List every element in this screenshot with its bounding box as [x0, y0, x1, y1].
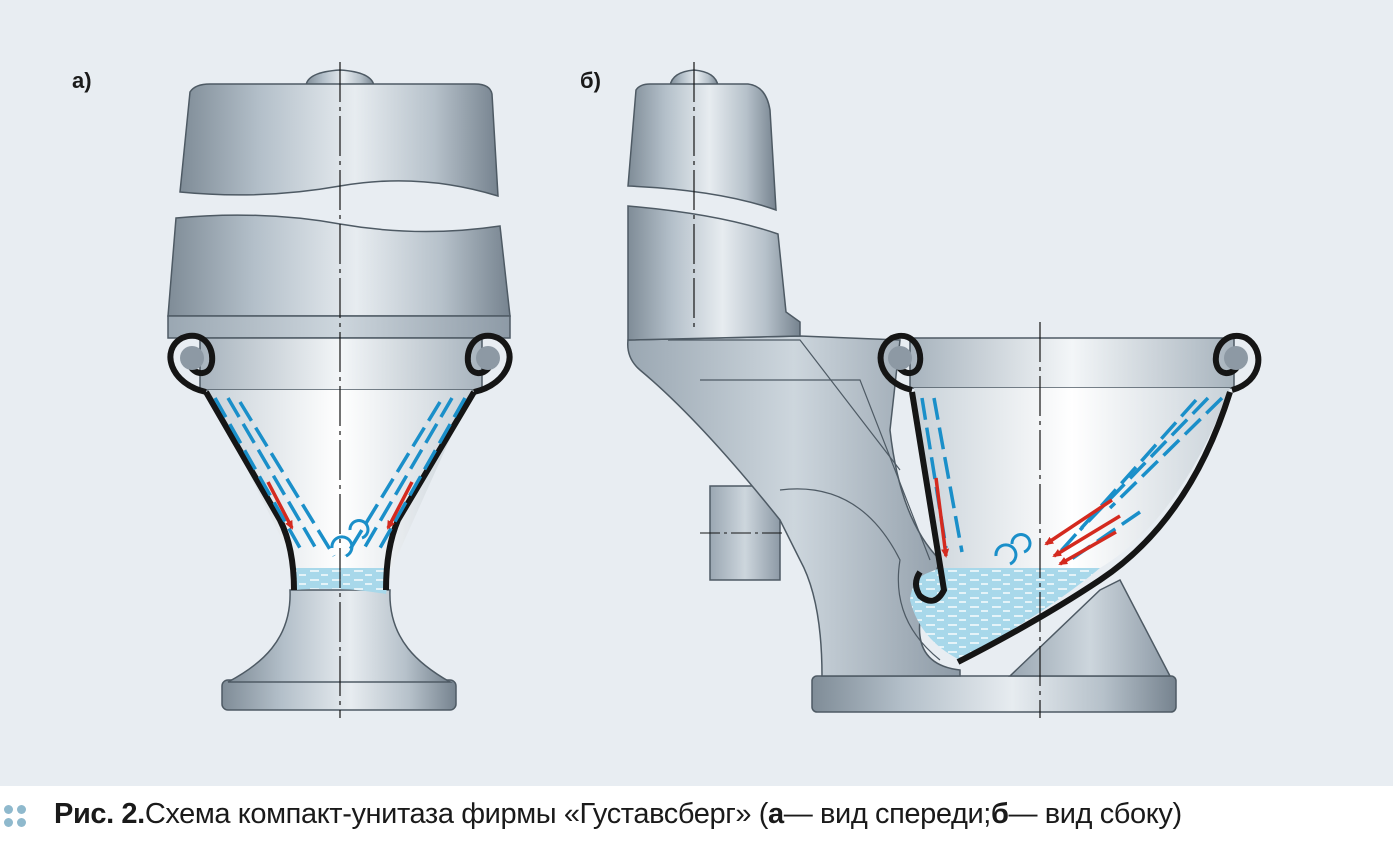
front-flow-right — [344, 397, 467, 557]
front-base-plate — [221, 679, 457, 711]
front-swirl-1 — [330, 535, 354, 558]
front-tank-upper — [179, 83, 499, 198]
side-arrow-back-2 — [1052, 514, 1121, 558]
side-arrow-front — [934, 477, 950, 558]
figure-caption: Рис. 2. Схема компакт-унитаза фирмы «Гус… — [0, 786, 1393, 843]
caption-prefix: Рис. 2. — [54, 798, 145, 830]
front-water — [294, 568, 390, 594]
side-view — [627, 62, 1262, 718]
side-arrow-back-3 — [1058, 530, 1117, 566]
caption-view-a-text: — вид спереди; — [783, 798, 992, 830]
side-bowl-wall-front — [909, 391, 948, 604]
caption-view-b-text: — вид сбоку) — [1008, 798, 1182, 830]
front-rim-channel-left — [180, 346, 204, 370]
front-rim-channel-right — [476, 346, 500, 370]
side-channel-line-1 — [700, 379, 931, 561]
side-rim-channel-right — [1224, 346, 1248, 370]
side-bowl-wall-back — [956, 391, 1233, 665]
front-arrow-left — [266, 481, 294, 530]
front-bowl-wall-right — [383, 390, 477, 591]
front-swirl-2 — [348, 519, 370, 540]
caption-dots-icon — [4, 800, 34, 830]
front-tank-base — [167, 315, 511, 339]
side-water — [910, 568, 1100, 660]
front-arrow-right — [386, 481, 414, 530]
side-rim-roll-right — [1212, 333, 1262, 393]
side-arrow-back-1 — [1044, 498, 1113, 546]
side-swirl-2 — [1010, 533, 1032, 554]
side-tank-lower — [627, 205, 801, 341]
front-view — [167, 62, 513, 718]
side-channel-line-2 — [668, 339, 901, 471]
front-flow-left — [213, 397, 336, 557]
caption-view-a-letter: а — [768, 798, 784, 830]
side-rim-band — [909, 337, 1235, 389]
front-tank-lower — [167, 214, 511, 317]
front-rim-roll-left — [167, 332, 216, 395]
side-trap-line — [779, 488, 941, 661]
front-pedestal — [227, 589, 453, 683]
panel-label-b: б) — [580, 68, 601, 93]
panel-label-a: а) — [72, 68, 92, 93]
caption-view-b-letter: б — [990, 798, 1009, 830]
caption-text: Схема компакт-унитаза фирмы «Густавсберг… — [144, 798, 769, 830]
side-swirl-1 — [994, 543, 1018, 566]
side-base-plate — [811, 675, 1177, 713]
side-bowl-interior — [914, 388, 1230, 568]
side-rim-channel-left — [888, 346, 912, 370]
toilet-diagram-svg — [0, 0, 1393, 786]
front-rim-roll-right — [464, 332, 513, 395]
side-body — [627, 335, 961, 677]
front-rim-band — [199, 337, 483, 391]
side-tank-upper — [627, 83, 777, 212]
side-rim-roll-left — [877, 333, 924, 393]
front-bowl-wall-left — [203, 390, 297, 591]
